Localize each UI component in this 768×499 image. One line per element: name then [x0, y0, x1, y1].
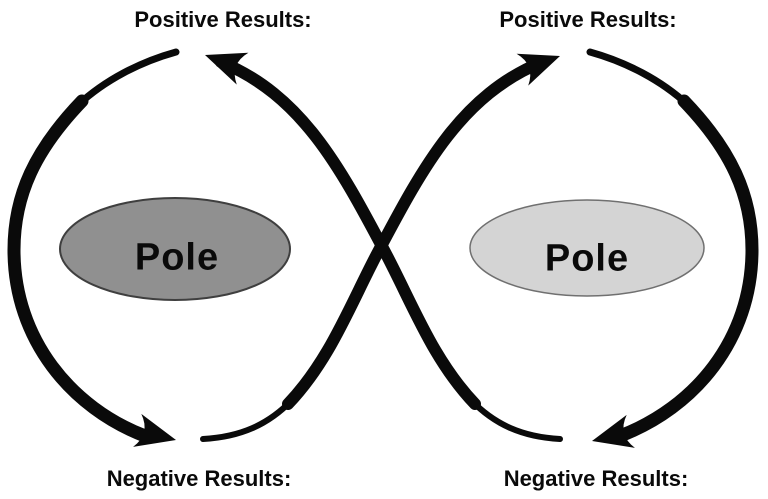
arrowhead-top-left-icon: [205, 52, 249, 85]
right-pole-label: Pole: [544, 237, 630, 280]
arrowhead-bottom-left-icon: [133, 413, 176, 447]
arrowheads-group: [133, 52, 635, 448]
arrow-curves-group: [7, 48, 759, 443]
arrowhead-bottom-right-icon: [592, 414, 635, 448]
cross-curve-to-top-left: [215, 56, 481, 410]
left-loop-curve-tail: [74, 48, 180, 109]
left-pole-label: Pole: [134, 236, 220, 279]
label-negative-results-right: Negative Results:: [503, 466, 689, 491]
left-pole-ellipse: [59, 197, 291, 301]
left-loop-curve: [7, 94, 152, 443]
right-loop-curve-tail: [586, 48, 692, 109]
right-pole-ellipse: [469, 199, 705, 297]
cross-curve-to-top-right-tail: [200, 397, 295, 442]
arrowhead-top-right-icon: [516, 53, 560, 86]
cross-curve-to-top-left-tail: [468, 397, 563, 442]
label-positive-results-left: Positive Results:: [134, 7, 312, 32]
label-positive-results-right: Positive Results:: [499, 7, 677, 32]
right-loop-curve: [613, 94, 759, 443]
label-negative-results-left: Negative Results:: [106, 466, 292, 491]
